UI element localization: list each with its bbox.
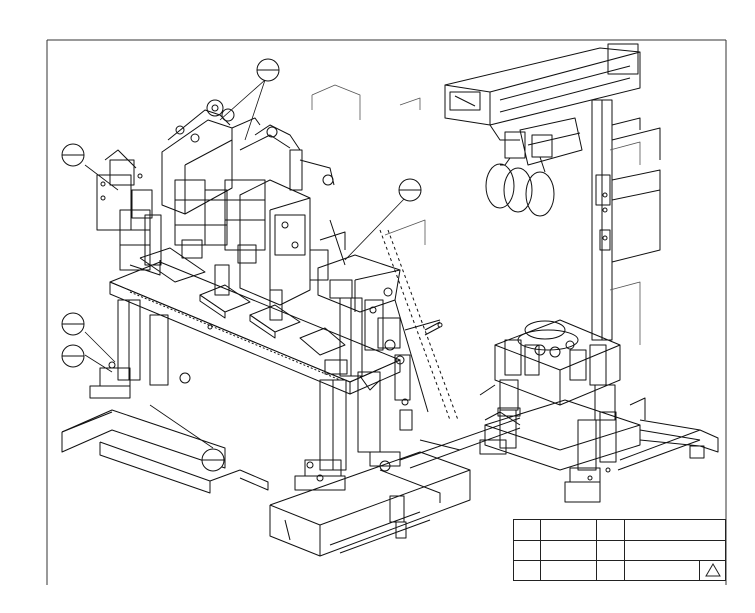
callout-c5 [61,344,85,368]
reference-outlines [609,141,641,345]
fixture-legs [89,299,401,491]
callout-c6 [201,448,225,472]
left-clamp-unit [96,149,162,276]
front-right-clamp [317,254,413,431]
vertical-post [591,99,661,341]
gantry-overview-view [444,43,719,503]
title-block [513,519,726,581]
center-clamp-unit [161,99,291,264]
misc-parts [379,229,459,421]
callout-c2 [256,58,280,82]
callout-c4 [61,312,85,336]
base-rails [61,409,521,557]
small-fixture-view [479,319,621,426]
fixture-isometric-view [61,79,521,557]
fixture-top-plate [109,261,401,395]
callout-leaders [84,79,406,449]
callout-balloons [61,58,422,472]
hoist-trolley [485,131,555,217]
right-clamp-unit [239,124,346,306]
overhead-beam [444,43,641,166]
warning-triangle-icon [705,563,721,577]
background-boxes [311,84,426,245]
callout-c3 [398,178,422,202]
callout-c1 [61,143,85,167]
small-fixture-base [479,397,719,503]
plate-brackets [139,247,346,356]
sheet-border [46,39,727,585]
